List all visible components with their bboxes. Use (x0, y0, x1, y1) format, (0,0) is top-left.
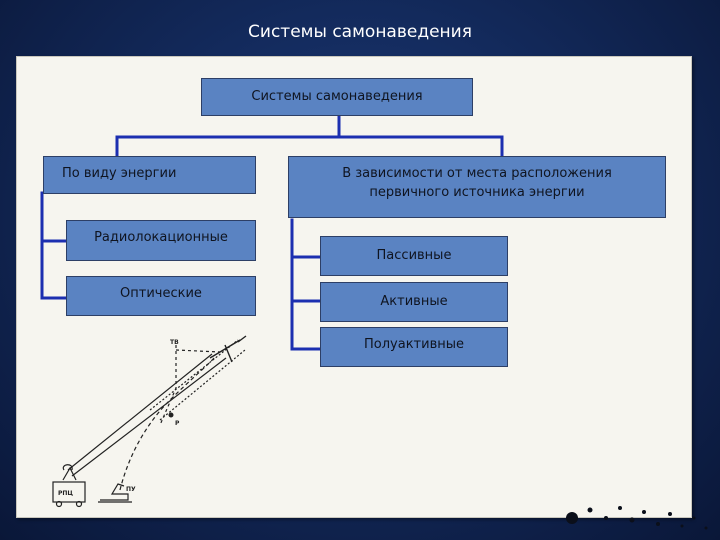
energy-child-node-optical: Оптические (66, 276, 256, 316)
source-child-node-active: Активные (320, 282, 508, 322)
branch-source-label: В зависимости от места расположения перв… (342, 166, 612, 200)
launcher-pu (100, 483, 129, 501)
energy-children-bracket (40, 191, 68, 300)
source-child-node-passive: Пассивные (320, 236, 508, 276)
missile-point (168, 412, 174, 418)
source-child-label: Пассивные (376, 247, 452, 263)
branch-source-node: В зависимости от места расположения перв… (288, 156, 666, 218)
label-pu: ПУ (126, 486, 136, 493)
tv-guide-line (159, 345, 177, 426)
label-rpc: РПЦ (58, 490, 73, 497)
rpc-antenna (62, 466, 77, 481)
source-children-bracket (290, 218, 322, 351)
label-tv: ТВ (170, 339, 179, 346)
rpc-station (52, 481, 86, 503)
slide-title: Системы самонаведения (248, 22, 472, 42)
decorative-dots (566, 506, 708, 530)
energy-child-label: Оптические (120, 286, 202, 301)
branch-energy-node: По виду энергии (43, 156, 256, 194)
beam-cone (149, 339, 246, 421)
target-aircraft (209, 335, 247, 363)
source-child-label: Активные (380, 293, 448, 309)
energy-child-node-radar: Радиолокационные (66, 220, 256, 261)
missile-trajectory (119, 355, 217, 491)
label-r: Р (175, 420, 180, 427)
source-child-node-semiactive: Полуактивные (320, 327, 508, 367)
root-node: Системы самонаведения (201, 78, 473, 116)
root-node-label: Системы самонаведения (251, 88, 423, 104)
beam-line-upper (71, 357, 227, 477)
energy-child-label: Радиолокационные (94, 230, 228, 245)
source-child-label: Полуактивные (364, 337, 464, 352)
beam-line-lower (67, 353, 213, 471)
branch-energy-label: По виду энергии (62, 166, 177, 181)
